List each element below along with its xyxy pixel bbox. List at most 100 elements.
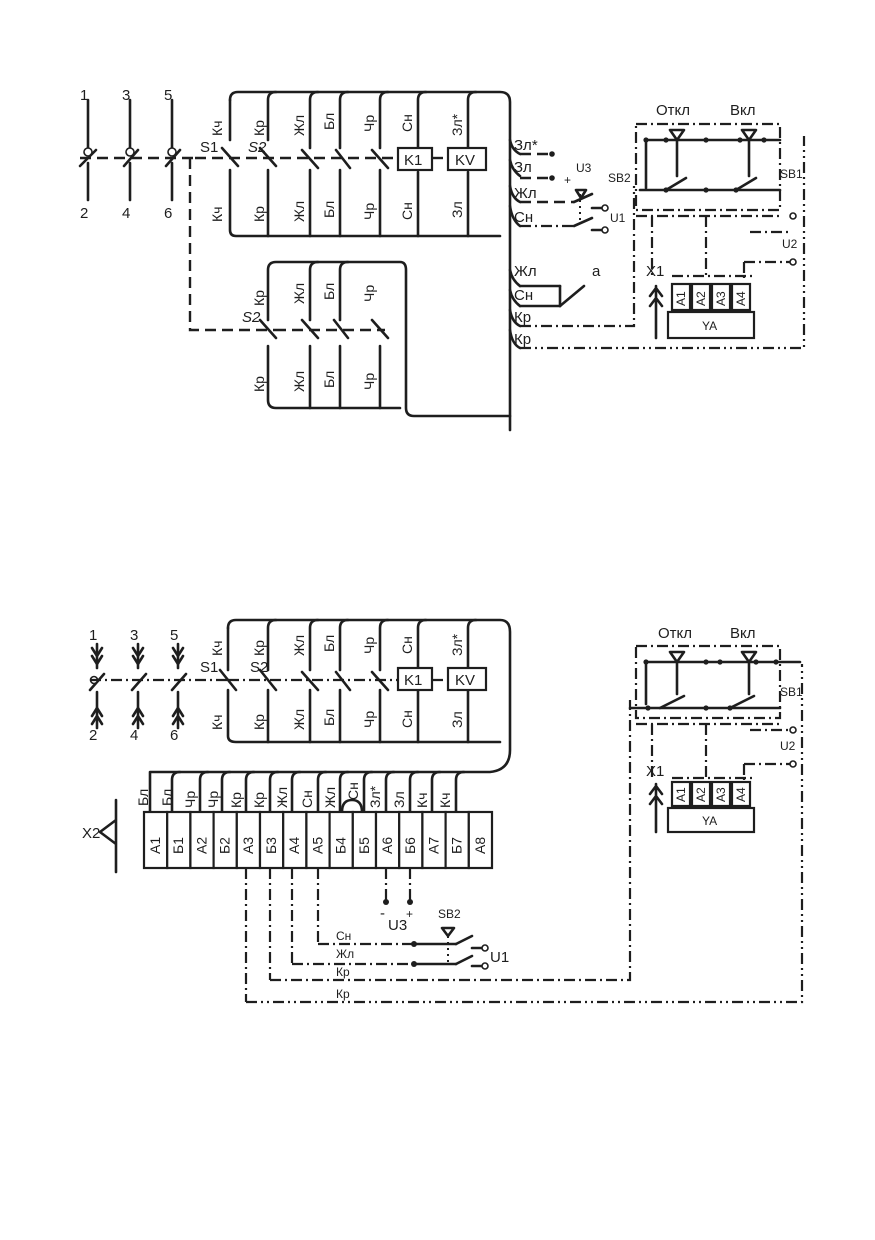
x2-pin-label: Б1 [170, 837, 186, 854]
bottom-s2-label: S2 [250, 659, 268, 676]
bottom-u3-plus: + [406, 907, 413, 921]
bottom-x2-label: X2 [82, 825, 100, 842]
wire-label: Жл [291, 371, 307, 392]
wire-label: Кр [251, 714, 267, 730]
bottom-sb2-label: SB2 [438, 907, 461, 921]
x2-pin-cell [467, 810, 494, 870]
wire-label: Сн [299, 790, 315, 808]
wire-label: Чр [205, 791, 221, 808]
top-right-wire-exits: Зл* Зл Жл Сн Жл Сн Кр Кр + U3 [508, 136, 806, 350]
x2-pin-label: A1 [147, 837, 163, 854]
top-right-wire-label: Зл* [514, 137, 538, 154]
top-sb1-label: SB1 [780, 167, 803, 181]
bottom-u3-label: U3 [388, 917, 407, 934]
bottom-terminal-label: A2 [694, 787, 708, 802]
bottom-terminal-label: A3 [714, 787, 728, 802]
bottom-bus-label: Кр [336, 965, 350, 979]
wire-label: Чр [361, 115, 377, 132]
top-u3-label: U3 [576, 161, 592, 175]
top-contact-a-label: a [592, 263, 601, 280]
bottom-sb1-label: SB1 [780, 685, 803, 699]
wire-label: Зл* [449, 113, 465, 136]
wire-label: Бл [321, 371, 337, 388]
top-lower-contact-block: S2 Кр Жл Бл Чр Кр Жл Бл Чр [242, 260, 512, 418]
top-ya-label: YA [702, 319, 717, 333]
wire-label: Зл [449, 711, 465, 728]
bottom-phase-poles: 1 3 5 2 4 6 [88, 627, 228, 744]
top-right-wire-label: Жл [514, 185, 537, 202]
x2-pin-label: Б6 [402, 837, 418, 854]
bottom-u3-minus: - [380, 905, 385, 922]
top-x1-terminal-a3 [710, 282, 732, 312]
bottom-wire-labels-bottom: Кч Кр Жл Бл Чр Сн Зл [209, 709, 465, 730]
top-u3-plus: + [564, 173, 571, 187]
wire-label: Бл [321, 201, 337, 218]
wire-label: Чр [361, 285, 377, 302]
top-phase-out-4: 4 [122, 205, 130, 222]
wire-label: Чр [361, 203, 377, 220]
bottom-phase-label-5: 5 [170, 627, 178, 644]
wire-label: Чр [361, 711, 377, 728]
top-right-wire-label: Кр [514, 309, 531, 326]
wire-label: Кч [437, 793, 453, 808]
wire-label: Жл [291, 635, 307, 656]
bottom-wire-labels-top: Кч Кр Жл Бл Чр Сн Зл* [209, 633, 465, 656]
top-diagram: 1 3 5 2 4 6 [78, 87, 806, 432]
top-control-box: Откл Вкл SB2 SB1 U2 A1 A2 A3 A4 YA X1 [608, 102, 803, 340]
bottom-relay-kv-label: KV [455, 672, 475, 689]
top-sb2-label: SB2 [608, 171, 631, 185]
bottom-phase-out-6: 6 [170, 727, 178, 744]
wire-label: Чр [361, 637, 377, 654]
bottom-terminal-label: A4 [734, 787, 748, 802]
bottom-u1-label: U1 [490, 949, 509, 966]
wire-label: Жл [274, 787, 290, 808]
top-x1-label: X1 [646, 263, 664, 280]
bottom-phase-label-1: 1 [89, 627, 97, 644]
x2-pin-label: A6 [379, 837, 395, 854]
top-phase-out-2: 2 [80, 205, 88, 222]
x2-pin-label: Б5 [356, 837, 372, 854]
wire-label: Бл [159, 789, 175, 806]
wire-label: Кр [251, 290, 267, 306]
bottom-x1-terminal-a4 [730, 780, 752, 808]
top-phase-out-6: 6 [164, 205, 172, 222]
bottom-phase-label-3: 3 [130, 627, 138, 644]
top-ya-coil [666, 310, 756, 340]
wire-label: Сн [399, 202, 415, 220]
bottom-diagram: 1 3 5 2 4 6 [82, 618, 804, 1004]
bottom-relay-k1-label: K1 [404, 672, 422, 689]
top-terminal-label: A1 [674, 291, 688, 306]
top-terminal-label: A2 [694, 291, 708, 306]
wire-label: Кр [251, 206, 267, 222]
top-phase-label-1: 1 [80, 87, 88, 104]
top-phase-label-5: 5 [164, 87, 172, 104]
wire-label: Кч [414, 793, 430, 808]
top-right-wire-label: Сн [514, 287, 533, 304]
wire-label: Зл* [449, 633, 465, 656]
wire-label: Сн [399, 710, 415, 728]
x2-pin-label: A2 [193, 837, 209, 854]
top-upper-contact-block: K1 KV S1 S2 Кч Кр Жл Бл Чр Сн Зл* Кч Кр … [195, 90, 512, 432]
x2-pin-label: A7 [425, 837, 441, 854]
top-phase-label-3: 3 [122, 87, 130, 104]
wire-label: Кр [251, 120, 267, 136]
wire-label: Кч [209, 207, 225, 222]
top-right-wire-label: Зл [514, 159, 532, 176]
wire-label: Сн [399, 114, 415, 132]
wire-label: Сн [399, 636, 415, 654]
wire-label: Бл [135, 789, 151, 806]
top-terminal-label: A4 [734, 291, 748, 306]
bottom-connector-outputs: - + U3 SB2 U1 Сн Жл Кр Кр [244, 664, 804, 1004]
bottom-bus-label: Жл [336, 947, 354, 961]
top-x1-terminal-a2 [690, 282, 712, 312]
bottom-x2-plug-symbol [98, 798, 118, 874]
x2-pin-label: A3 [240, 837, 256, 854]
bottom-x1-label: X1 [646, 763, 664, 780]
top-relay-kv [446, 146, 488, 172]
wire-label: Кр [251, 640, 267, 656]
top-right-wire-label: Сн [514, 209, 533, 226]
top-x1-terminal-a4 [730, 282, 752, 312]
wire-label: Кр [251, 792, 267, 808]
x2-pin-label: A5 [309, 837, 325, 854]
